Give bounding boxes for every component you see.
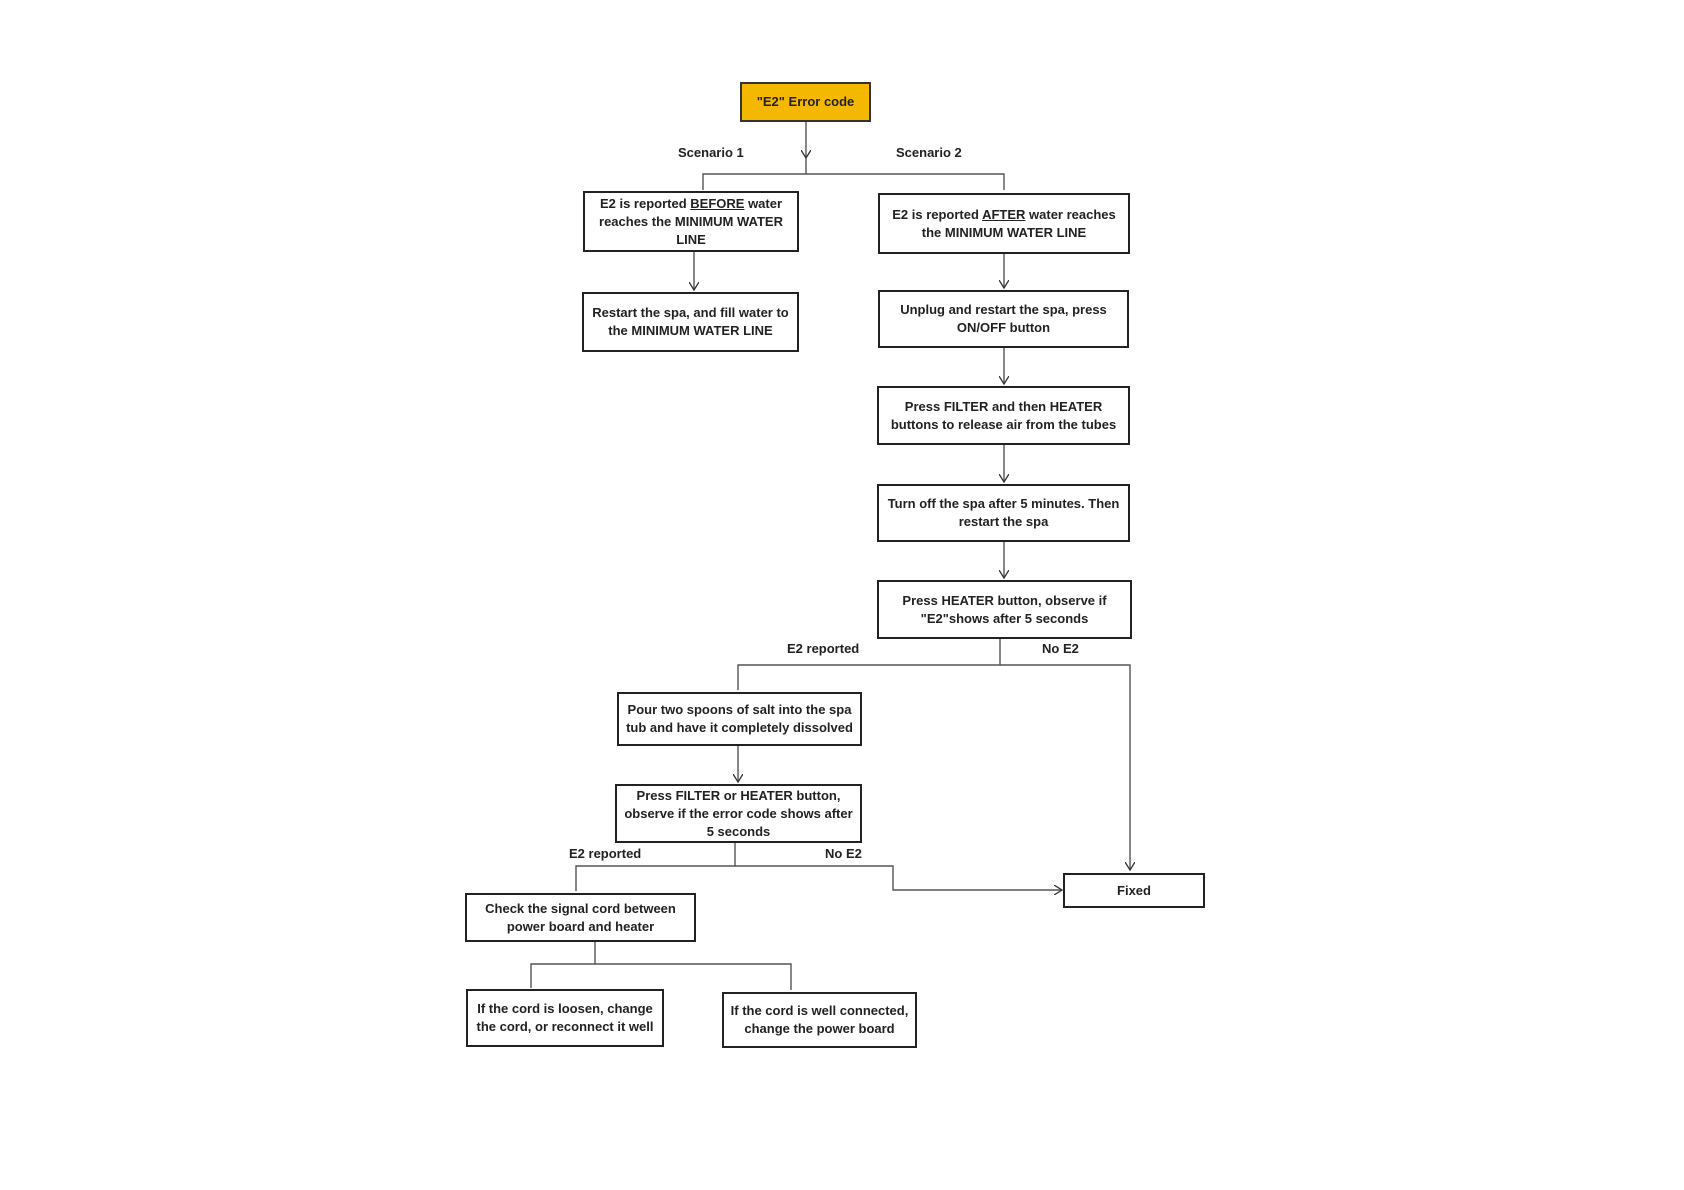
s1-action-text: Restart the spa, and fill water to the M…: [592, 305, 789, 338]
s2-step4-text: Press HEATER button, observe if "E2"show…: [902, 592, 1107, 626]
branch2-split: [575, 843, 736, 891]
branch2-no-path: [735, 865, 1062, 890]
signal-split: [530, 942, 596, 988]
branch1-split: [737, 639, 1001, 690]
scenario1-label: Scenario 1: [678, 145, 744, 160]
scenario2-label: Scenario 2: [896, 145, 962, 160]
s2-condition-text: E2 is reported AFTER water reaches the M…: [892, 206, 1116, 240]
s2-step3-text: Turn off the spa after 5 minutes. Then r…: [887, 496, 1120, 529]
branch1-no-path: [1000, 664, 1130, 870]
s2-step4-box: Press HEATER button, observe if "E2"show…: [877, 580, 1132, 639]
salt-box: Pour two spoons of salt into the spa tub…: [617, 692, 862, 746]
loose-text: If the cord is loosen, change the cord, …: [476, 1001, 654, 1034]
s2-step1-text: Unplug and restart the spa, press ON/OFF…: [900, 302, 1107, 335]
s2-step1-box: Unplug and restart the spa, press ON/OFF…: [878, 290, 1129, 348]
scenario-split: [702, 173, 1005, 190]
start-box: "E2" Error code: [740, 82, 871, 122]
s1-action-box: Restart the spa, and fill water to the M…: [582, 292, 799, 352]
s2-step2-box: Press FILTER and then HEATER buttons to …: [877, 386, 1130, 445]
branch1-no-label: No E2: [1042, 641, 1079, 656]
fixed-box: Fixed: [1063, 873, 1205, 908]
start-label: "E2" Error code: [756, 94, 855, 109]
signal-split-right: [595, 963, 792, 990]
connected-box: If the cord is well connected, change th…: [722, 992, 917, 1048]
s2-step3-box: Turn off the spa after 5 minutes. Then r…: [877, 484, 1130, 542]
signal-text: Check the signal cord between power boar…: [485, 900, 676, 934]
signal-box: Check the signal cord between power boar…: [465, 893, 696, 942]
branch1-yes-label: E2 reported: [787, 641, 860, 656]
connected-text: If the cord is well connected, change th…: [730, 1003, 909, 1036]
branch2-no-label: No E2: [825, 846, 862, 861]
salt-text: Pour two spoons of salt into the spa tub…: [626, 702, 853, 735]
s1-condition-text: E2 is reported BEFORE water reaches the …: [599, 195, 783, 247]
check2-box: Press FILTER or HEATER button, observe i…: [615, 784, 862, 843]
loose-box: If the cord is loosen, change the cord, …: [466, 989, 664, 1047]
s1-condition-box: E2 is reported BEFORE water reaches the …: [583, 191, 799, 252]
s2-condition-box: E2 is reported AFTER water reaches the M…: [878, 193, 1130, 254]
s2-step2-text: Press FILTER and then HEATER buttons to …: [890, 398, 1117, 432]
branch2-yes-label: E2 reported: [569, 846, 642, 861]
check2-text: Press FILTER or HEATER button, observe i…: [624, 787, 853, 839]
fixed-text: Fixed: [1117, 882, 1151, 898]
